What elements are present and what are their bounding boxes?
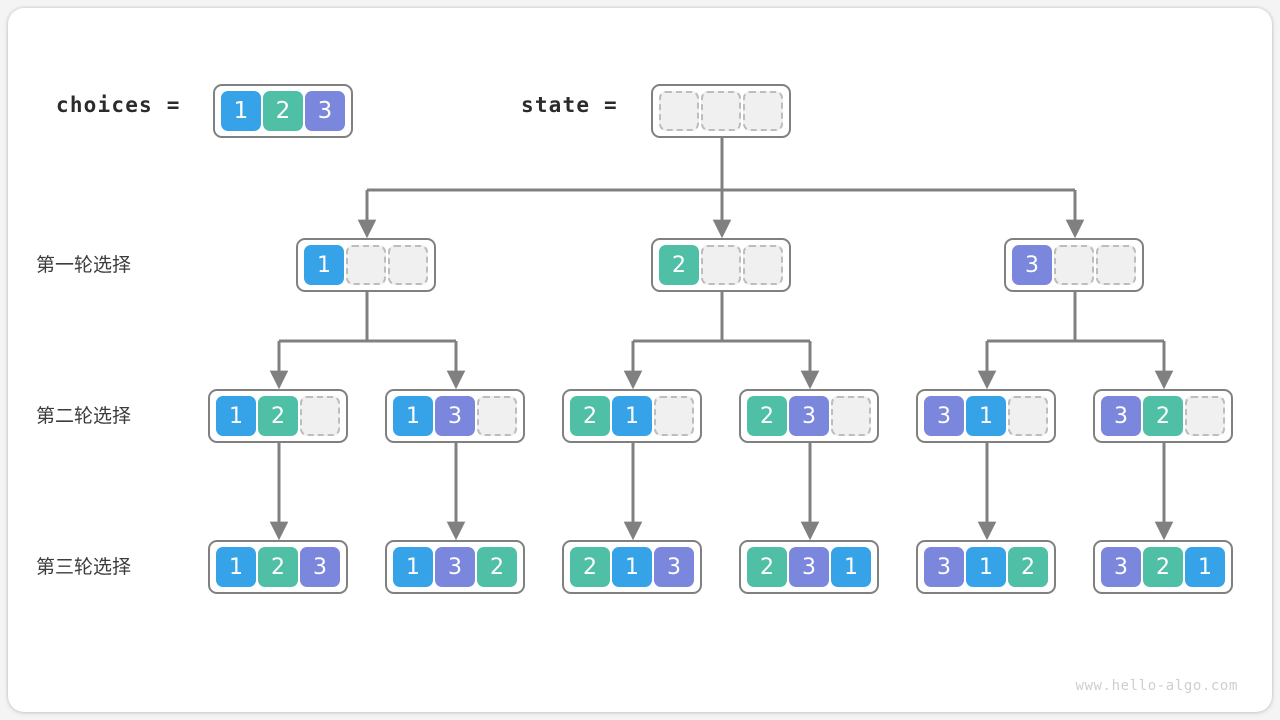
node-round-3-5-cell-2: 1 xyxy=(1185,547,1225,587)
node-round-3-3-cell-1: 3 xyxy=(789,547,829,587)
choices-label: choices = xyxy=(56,93,181,117)
node-round-3-4-cell-2: 2 xyxy=(1008,547,1048,587)
node-round-2-2-cell-1: 1 xyxy=(612,396,652,436)
row-label-round-3: 第三轮选择 xyxy=(36,556,132,578)
node-round-2-4-cell-1: 1 xyxy=(966,396,1006,436)
node-round-2-5-cell-2 xyxy=(1185,396,1225,436)
row-label-round-2: 第二轮选择 xyxy=(36,405,132,427)
node-round-2-5-cell-0: 3 xyxy=(1101,396,1141,436)
node-round-3-0-cell-2: 3 xyxy=(300,547,340,587)
choices-cell-1: 2 xyxy=(263,91,303,131)
node-round-2-5-cell-1: 2 xyxy=(1143,396,1183,436)
choices-cell-0: 1 xyxy=(221,91,261,131)
state-cell-1 xyxy=(701,91,741,131)
node-round-1-0-cell-2 xyxy=(388,245,428,285)
node-round-1-2-cell-2 xyxy=(1096,245,1136,285)
node-round-1-2: 3 xyxy=(1004,238,1144,292)
node-round-2-3-cell-0: 2 xyxy=(747,396,787,436)
node-round-3-1-cell-1: 3 xyxy=(435,547,475,587)
node-round-3-4-cell-1: 1 xyxy=(966,547,1006,587)
node-round-3-1-cell-2: 2 xyxy=(477,547,517,587)
node-round-3-2-cell-2: 3 xyxy=(654,547,694,587)
node-round-2-0-cell-2 xyxy=(300,396,340,436)
node-round-2-0-cell-0: 1 xyxy=(216,396,256,436)
node-round-2-0-cell-1: 2 xyxy=(258,396,298,436)
node-round-2-4-cell-2 xyxy=(1008,396,1048,436)
node-round-1-1-cell-1 xyxy=(701,245,741,285)
state-cell-2 xyxy=(743,91,783,131)
node-round-3-3-cell-2: 1 xyxy=(831,547,871,587)
node-round-3-0-cell-1: 2 xyxy=(258,547,298,587)
node-round-2-3-cell-2 xyxy=(831,396,871,436)
node-round-1-1-cell-2 xyxy=(743,245,783,285)
node-round-1-0-cell-0: 1 xyxy=(304,245,344,285)
node-round-1-1: 2 xyxy=(651,238,791,292)
node-round-1-0: 1 xyxy=(296,238,436,292)
node-round-1-2-cell-1 xyxy=(1054,245,1094,285)
node-round-2-3-cell-1: 3 xyxy=(789,396,829,436)
node-round-1-0-cell-1 xyxy=(346,245,386,285)
node-round-1-2-cell-0: 3 xyxy=(1012,245,1052,285)
node-round-3-1-cell-0: 1 xyxy=(393,547,433,587)
state-array xyxy=(651,84,791,138)
row-label-round-1: 第一轮选择 xyxy=(36,254,132,276)
node-round-3-0-cell-0: 1 xyxy=(216,547,256,587)
node-round-2-2-cell-0: 2 xyxy=(570,396,610,436)
node-round-3-5-cell-1: 2 xyxy=(1143,547,1183,587)
state-label: state = xyxy=(521,93,618,117)
node-round-2-1-cell-2 xyxy=(477,396,517,436)
node-round-2-4-cell-0: 3 xyxy=(924,396,964,436)
node-round-3-2-cell-1: 1 xyxy=(612,547,652,587)
watermark: www.hello-algo.com xyxy=(1075,678,1238,694)
node-round-2-1-cell-0: 1 xyxy=(393,396,433,436)
node-round-3-2-cell-0: 2 xyxy=(570,547,610,587)
node-round-3-3-cell-0: 2 xyxy=(747,547,787,587)
choices-cell-2: 3 xyxy=(305,91,345,131)
node-round-2-2-cell-2 xyxy=(654,396,694,436)
diagram-card xyxy=(8,8,1272,712)
state-cell-0 xyxy=(659,91,699,131)
node-round-2-1-cell-1: 3 xyxy=(435,396,475,436)
node-round-3-4-cell-0: 3 xyxy=(924,547,964,587)
node-round-3-5-cell-0: 3 xyxy=(1101,547,1141,587)
node-round-1-1-cell-0: 2 xyxy=(659,245,699,285)
